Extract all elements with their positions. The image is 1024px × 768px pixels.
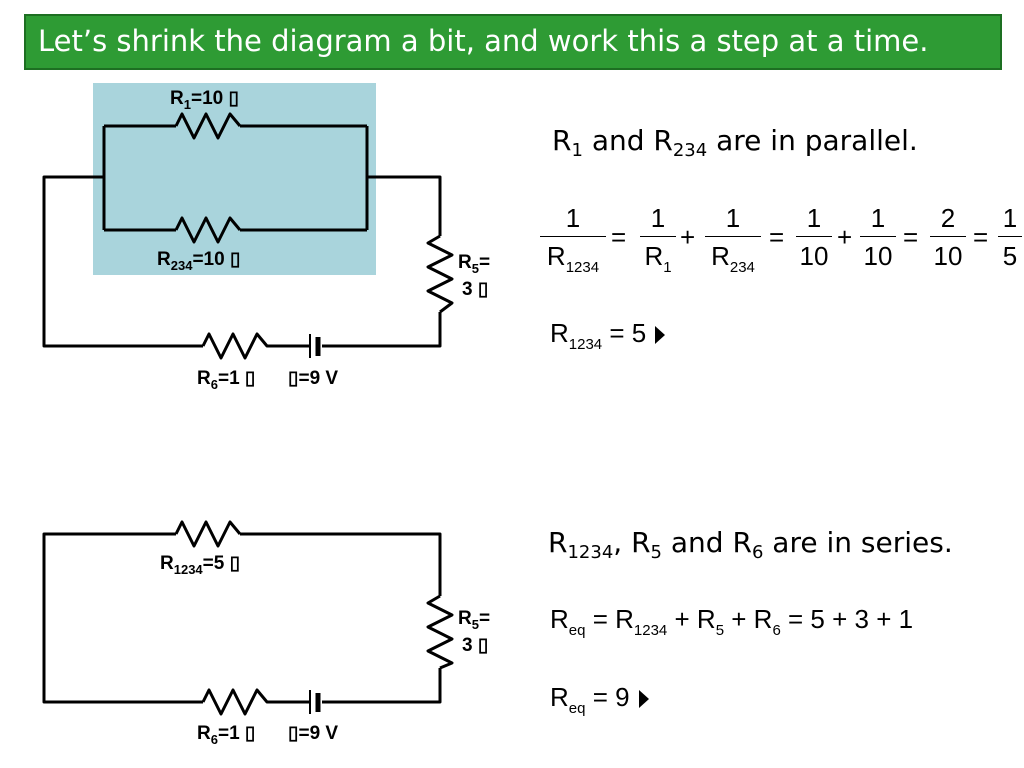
equals-sign-2: = xyxy=(769,222,785,252)
label2-r6: R6=1 ▯ xyxy=(197,723,255,747)
label-r5: R5= xyxy=(458,252,490,276)
ohm-symbol xyxy=(638,690,649,708)
resistor-r1234 xyxy=(174,520,242,548)
label-r234: R234=10 ▯ xyxy=(157,249,240,273)
equals-sign-4: = xyxy=(973,222,989,252)
resistor-r234 xyxy=(174,216,242,244)
equals-sign-3: = xyxy=(903,222,919,252)
wire-left-bottom xyxy=(42,175,203,348)
wire2-top-right xyxy=(240,532,442,596)
slide-title: Let’s shrink the diagram a bit, and work… xyxy=(38,24,929,58)
parallel-highlight-box xyxy=(93,83,376,275)
step2-heading: R1234, R5 and R6 are in series. xyxy=(548,526,953,563)
resistor2-r5 xyxy=(426,594,454,670)
label2-r5-value: 3 ▯ xyxy=(462,635,488,656)
label-r1: R1=10 ▯ xyxy=(170,88,239,112)
wire2-left xyxy=(42,532,203,704)
circuit-2: R1234=5 ▯ R5= 3 ▯ R6=1 ▯ ▯=9 V xyxy=(42,520,490,747)
resistor-r5 xyxy=(426,234,454,314)
equals-sign-1: = xyxy=(611,222,627,252)
step1-heading: R1 and R234 are in parallel. xyxy=(552,124,918,161)
plus-sign-1: + xyxy=(680,222,696,252)
wire2-battery-right xyxy=(322,668,442,704)
label-r6: R6=1 ▯ xyxy=(197,368,255,392)
label-r5-value: 3 ▯ xyxy=(462,279,488,300)
plus-sign-2: + xyxy=(837,222,853,252)
step2-result: Req = 9 xyxy=(550,682,649,717)
ohm-symbol xyxy=(655,326,666,344)
wire-right-top xyxy=(367,175,442,236)
wire-battery-right xyxy=(322,312,442,348)
label-r1234: R1234=5 ▯ xyxy=(160,553,240,577)
resistor2-r6 xyxy=(201,688,274,716)
label2-r5: R5= xyxy=(458,608,490,632)
title-banner: Let’s shrink the diagram a bit, and work… xyxy=(24,14,1002,70)
resistor-r1 xyxy=(174,112,242,140)
resistor-r6 xyxy=(201,332,274,360)
step2-equation: Req = R1234 + R5 + R6 = 5 + 3 + 1 xyxy=(550,604,914,639)
step1-result: R1234 = 5 xyxy=(550,318,666,353)
circuit-1: R1=10 ▯ R234=10 ▯ R5= 3 ▯ R6=1 ▯ ▯=9 V xyxy=(42,83,490,392)
label-emf: ▯=9 V xyxy=(288,368,338,389)
label2-emf: ▯=9 V xyxy=(288,723,338,744)
